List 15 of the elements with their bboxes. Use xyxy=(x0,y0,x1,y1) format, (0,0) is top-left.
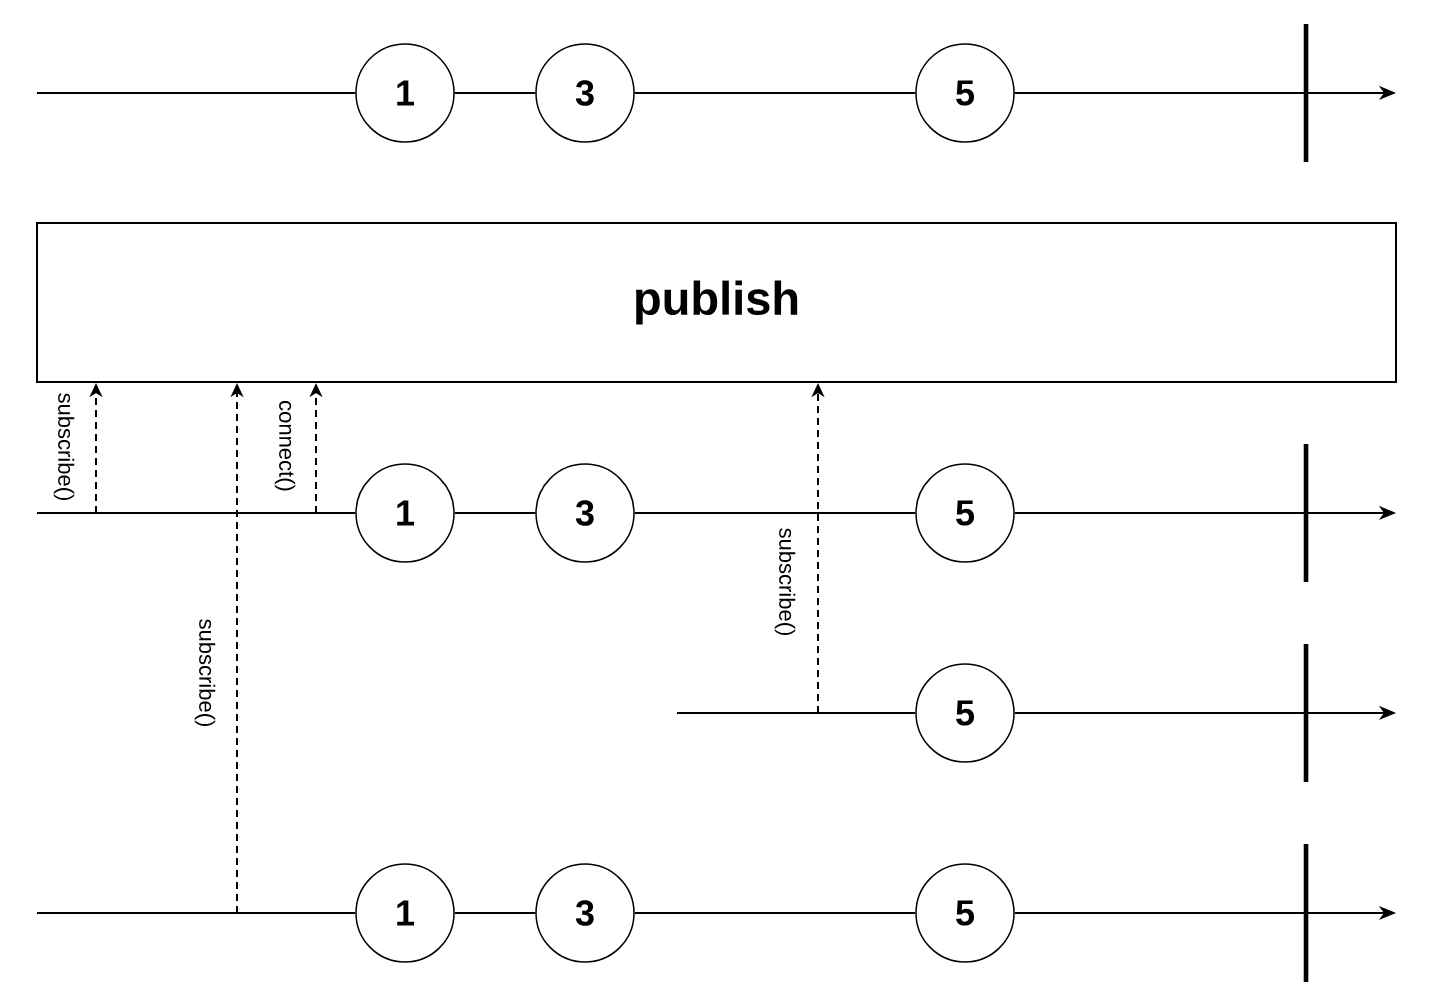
timeline xyxy=(633,912,917,914)
timeline xyxy=(36,512,357,514)
operator-box: publish xyxy=(36,222,1397,383)
edge-label: connect() xyxy=(274,401,296,491)
timeline xyxy=(36,912,357,914)
timeline xyxy=(453,512,537,514)
edge-label: subscribe() xyxy=(774,528,796,635)
edge-label: subscribe() xyxy=(53,393,75,500)
timeline xyxy=(453,92,537,94)
timeline xyxy=(676,712,917,714)
timeline xyxy=(453,912,537,914)
timeline xyxy=(36,92,357,94)
edge-label: subscribe() xyxy=(194,619,216,726)
timeline xyxy=(633,512,917,514)
timeline xyxy=(633,92,917,94)
